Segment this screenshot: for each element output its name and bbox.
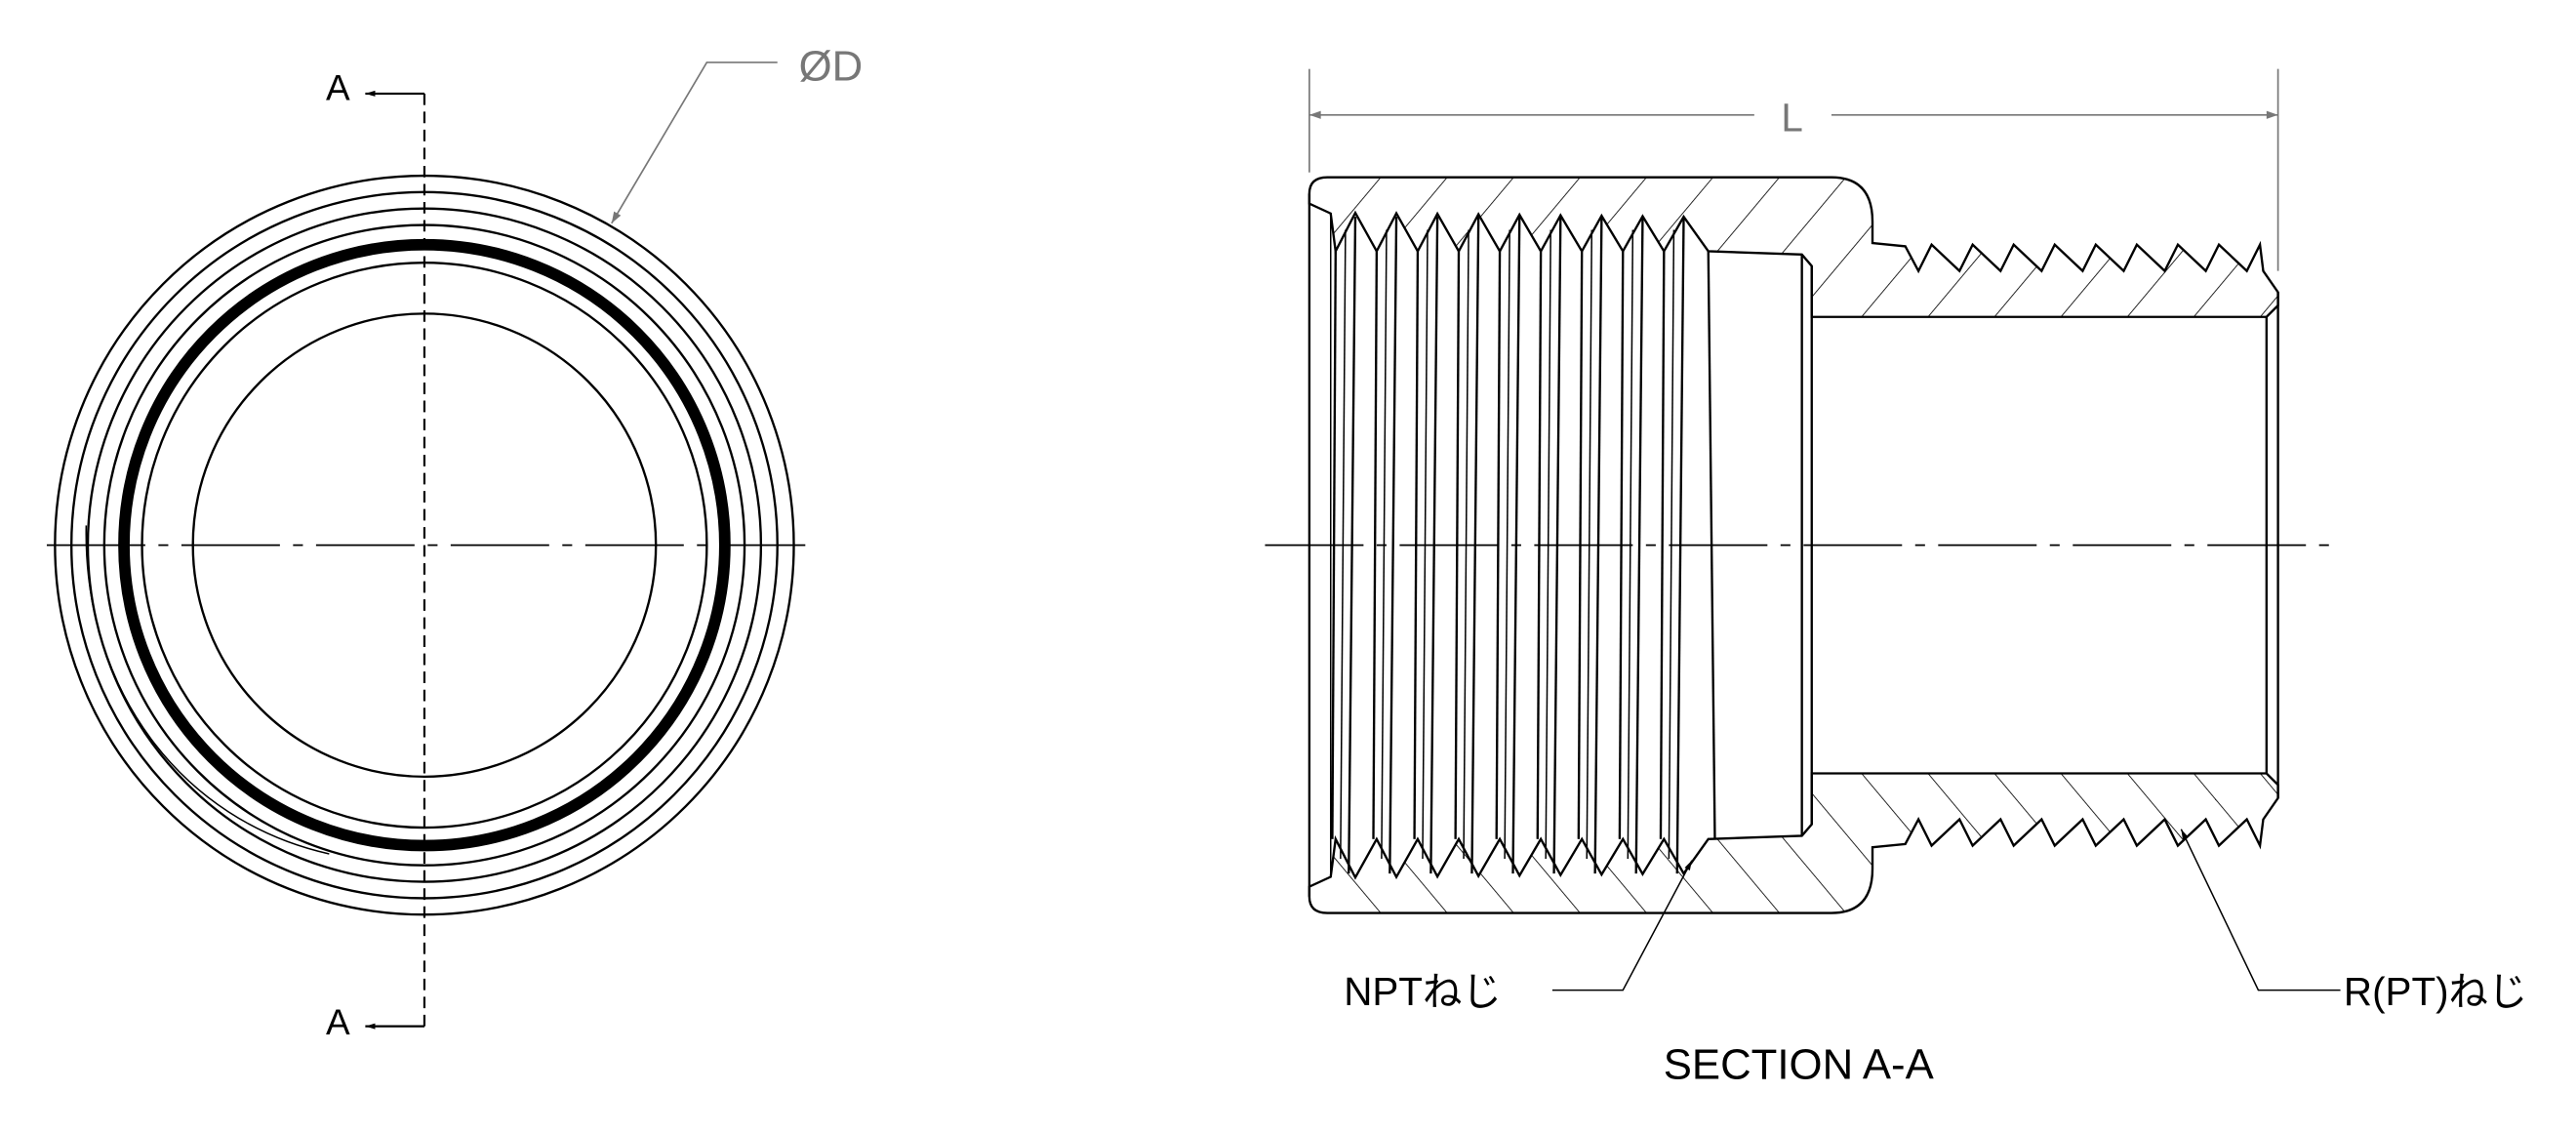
thread-start-curve xyxy=(85,525,330,855)
section-wall-top xyxy=(1308,176,2279,318)
section-marker-bottom: A xyxy=(326,1001,350,1042)
diameter-leader xyxy=(611,61,778,224)
section-marker-top: A xyxy=(326,67,350,108)
hatched-wall xyxy=(1308,176,2279,318)
thread-crest-line xyxy=(1389,217,1398,874)
section-view: L NPTねじ R(PT)ねじ SECTION A-A xyxy=(1265,68,2527,1088)
npt-leader xyxy=(1551,860,1693,991)
thread-crest-line xyxy=(1634,217,1644,874)
thread-root-line xyxy=(1659,251,1666,839)
thread-root-line xyxy=(1372,251,1379,839)
front-view: A A ØD xyxy=(46,42,864,1042)
rpt-label: R(PT)ねじ xyxy=(2344,969,2527,1014)
section-title: SECTION A-A xyxy=(1664,1040,1935,1088)
diameter-label: ØD xyxy=(799,42,864,90)
npt-label: NPTねじ xyxy=(1344,969,1502,1014)
thread-flank-line xyxy=(1504,229,1510,860)
length-label: L xyxy=(1781,96,1802,141)
rpt-leader xyxy=(2180,829,2341,991)
